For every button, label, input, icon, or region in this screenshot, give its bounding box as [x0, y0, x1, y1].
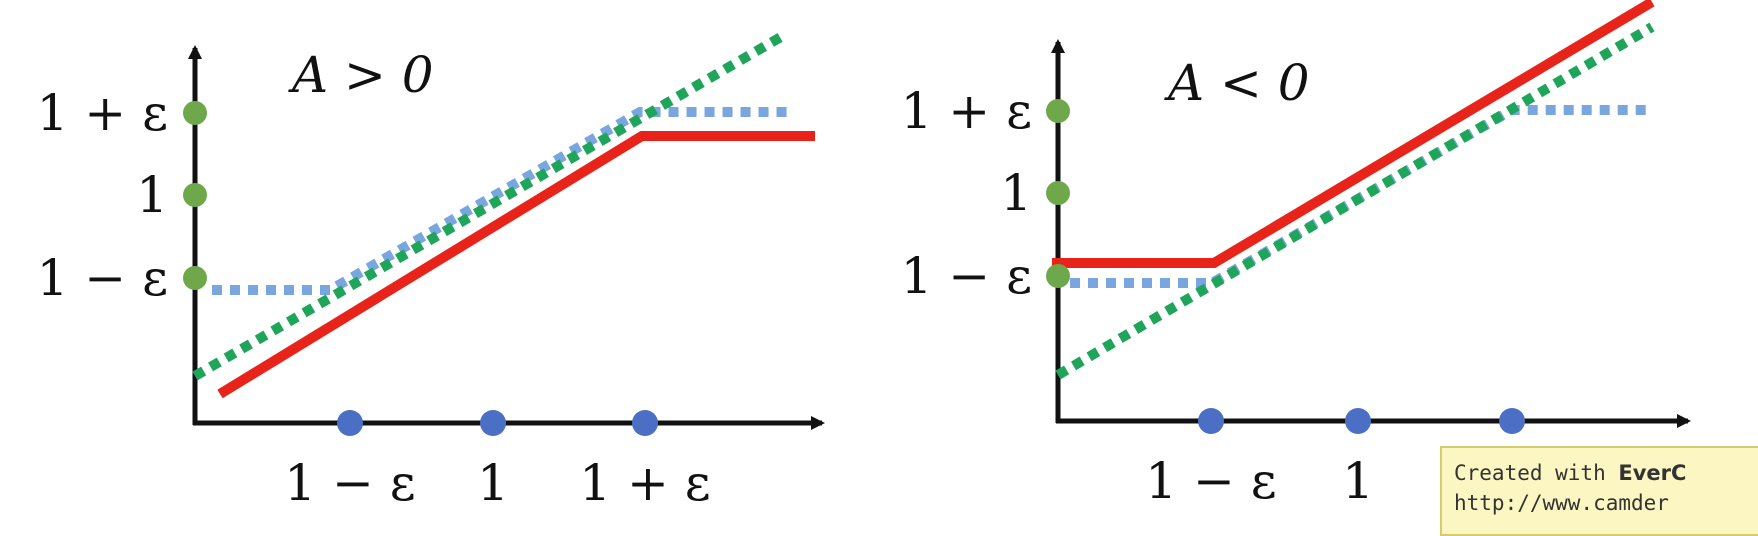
x-dot-1	[1345, 408, 1371, 434]
y-dot-1	[1046, 181, 1070, 205]
watermark-line-2: http://www.camder	[1454, 491, 1669, 515]
x-dot-1	[480, 410, 506, 436]
blue-dotted-clip-line	[212, 107, 788, 295]
x-tick-label: 1 − ε	[1145, 452, 1276, 510]
blue-dotted-clip-line	[1070, 105, 1652, 288]
x-dot-1-minus-eps	[337, 410, 363, 436]
x-tick-label: 1	[1342, 452, 1374, 510]
y-dot-1-minus-eps	[183, 266, 207, 290]
red-solid-line	[1052, 0, 1655, 268]
watermark-prefix: Created with	[1454, 461, 1619, 485]
x-dot-1-plus-eps	[632, 410, 658, 436]
watermark-line-1: Created with EverC	[1454, 458, 1758, 488]
y-tick-label: 1 + ε	[37, 84, 168, 142]
y-dot-1-plus-eps	[183, 101, 207, 125]
panel-left: A > 0 1 + ε 1 1 − ε 1 − ε 1 1 + ε	[37, 29, 825, 512]
y-tick-label: 1 + ε	[901, 82, 1032, 140]
y-tick-label: 1 − ε	[901, 247, 1032, 305]
panel-title: A < 0	[1164, 54, 1310, 112]
x-tick-label: 1 + ε	[579, 454, 710, 512]
y-tick-label: 1	[136, 166, 168, 224]
red-solid-line	[217, 131, 815, 399]
watermark-banner[interactable]: Created with EverC http://www.camder	[1440, 446, 1758, 536]
watermark-brand: EverC	[1618, 461, 1687, 485]
x-dot-1-minus-eps	[1198, 408, 1224, 434]
panel-right: A < 0 1 + ε 1 1 − ε 1 − ε 1	[901, 0, 1691, 510]
diagram-canvas: A > 0 1 + ε 1 1 − ε 1 − ε 1 1 + ε A < 0 …	[37, 0, 1691, 512]
panel-title: A > 0	[288, 46, 434, 104]
green-dotted-line	[192, 29, 789, 381]
y-dot-1-plus-eps	[1046, 99, 1070, 123]
green-dotted-line	[1055, 22, 1655, 380]
y-dot-1	[183, 183, 207, 207]
x-dot-1-plus-eps	[1499, 408, 1525, 434]
y-tick-label: 1 − ε	[37, 249, 168, 307]
x-tick-label: 1	[477, 454, 509, 512]
x-tick-label: 1 − ε	[284, 454, 415, 512]
y-dot-1-minus-eps	[1046, 264, 1070, 288]
y-tick-label: 1	[1000, 164, 1032, 222]
